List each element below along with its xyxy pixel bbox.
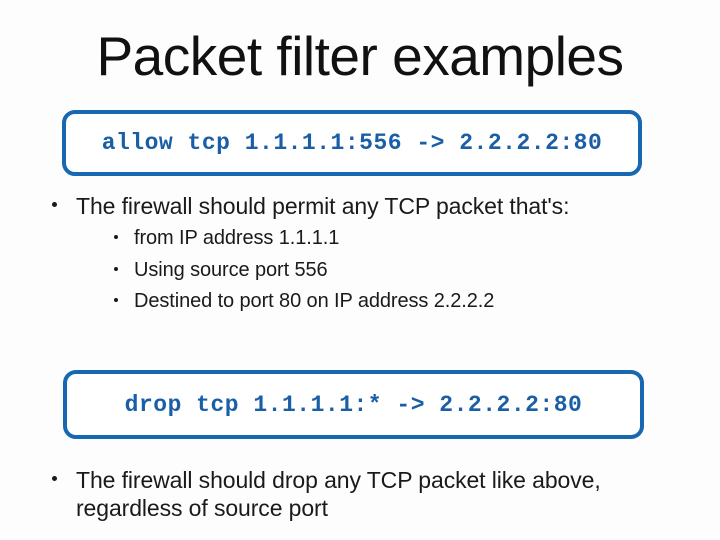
- allow-explanation-sublist: from IP address 1.1.1.1 Using source por…: [112, 226, 688, 315]
- allow-detail-source-ip: from IP address 1.1.1.1: [134, 227, 340, 250]
- list-item: The firewall should permit any TCP packe…: [48, 192, 688, 315]
- allow-detail-destination: Destined to port 80 on IP address 2.2.2.…: [134, 290, 495, 313]
- list-item: Using source port 556: [112, 258, 688, 284]
- list-item: The firewall should drop any TCP packet …: [48, 466, 636, 522]
- page-title: Packet filter examples: [96, 25, 625, 87]
- allow-explanation-lead: The firewall should permit any TCP packe…: [76, 193, 570, 219]
- bullet-dot-icon: [114, 298, 118, 303]
- allow-rule-text: allow tcp 1.1.1.1:556 -> 2.2.2.2:80: [101, 130, 603, 156]
- allow-explanation-list: The firewall should permit any TCP packe…: [48, 192, 688, 315]
- drop-rule-box: drop tcp 1.1.1.1:* -> 2.2.2.2:80: [63, 370, 644, 439]
- drop-rule-text: drop tcp 1.1.1.1:* -> 2.2.2.2:80: [124, 391, 583, 418]
- drop-explanation-list: The firewall should drop any TCP packet …: [48, 466, 648, 522]
- bullet-dot-icon: [114, 235, 118, 240]
- bullet-dot-icon: [52, 202, 57, 207]
- list-item: Destined to port 80 on IP address 2.2.2.…: [112, 289, 688, 315]
- drop-explanation-lead: The firewall should drop any TCP packet …: [76, 467, 601, 522]
- allow-rule-box: allow tcp 1.1.1.1:556 -> 2.2.2.2:80: [62, 110, 642, 176]
- bullet-dot-icon: [52, 476, 57, 481]
- bullet-dot-icon: [114, 266, 118, 271]
- allow-detail-source-port: Using source port 556: [134, 258, 328, 281]
- list-item: from IP address 1.1.1.1: [112, 226, 688, 252]
